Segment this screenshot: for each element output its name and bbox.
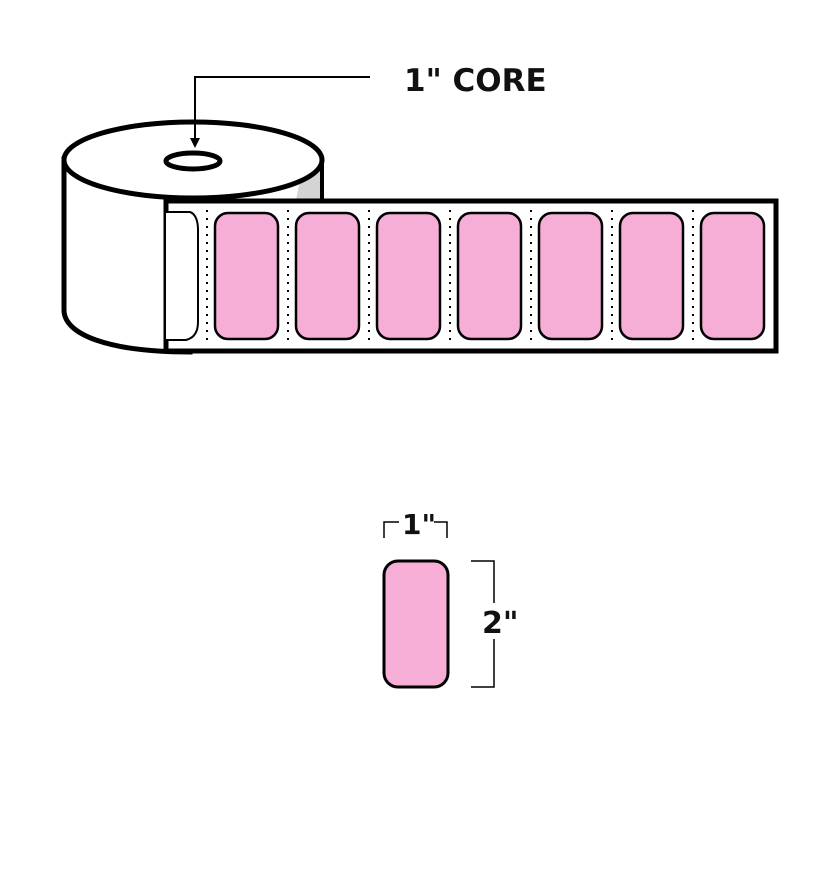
label-icon [537, 211, 604, 341]
height-label-bg [480, 603, 516, 639]
label-roll-icon [61, 119, 325, 355]
label-icon [699, 211, 766, 341]
core-hole-icon [163, 150, 223, 172]
perforation-lines [206, 210, 694, 342]
width-bracket-right [434, 521, 448, 538]
label-icon [213, 211, 280, 341]
label-icon [294, 211, 361, 341]
core-arrow-icon [190, 138, 200, 148]
core-label: 1" CORE [404, 63, 547, 99]
label-strip [213, 211, 766, 341]
width-label: 1" [402, 508, 436, 541]
label-icon [456, 211, 523, 341]
width-bracket [383, 521, 399, 538]
core-callout: 1" CORE [190, 63, 547, 148]
height-label: 2" [482, 606, 519, 641]
label-icon [382, 559, 450, 689]
label-icon [375, 211, 442, 341]
core-leader-line [194, 76, 370, 140]
label-icon [618, 211, 685, 341]
roll-front-edge [166, 211, 199, 341]
label-dimension-detail: 1" 2" [382, 508, 519, 689]
